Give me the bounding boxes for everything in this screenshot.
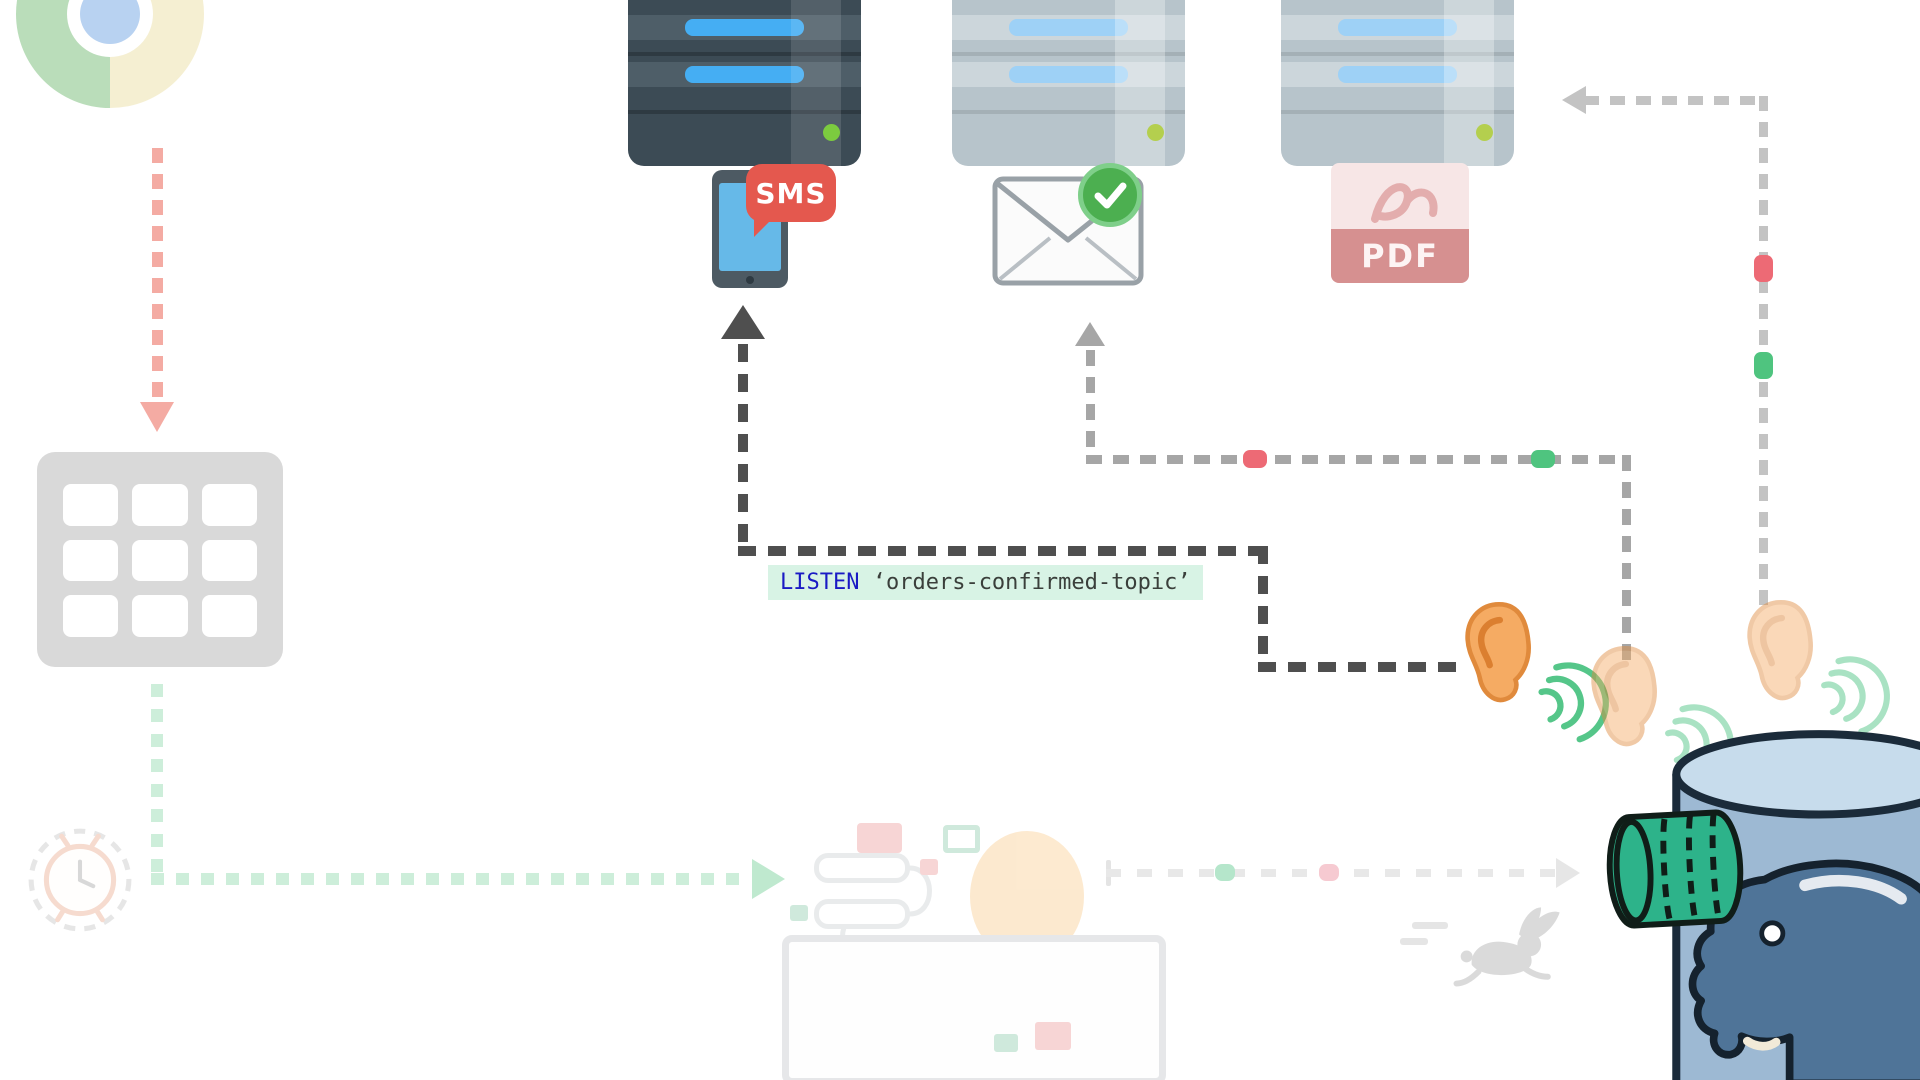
table-cell bbox=[201, 539, 257, 582]
table-cell bbox=[63, 484, 119, 526]
workflow-step bbox=[814, 899, 910, 929]
message-dot-red bbox=[1243, 450, 1267, 468]
message-dot-red bbox=[1319, 864, 1339, 881]
path-segment bbox=[1258, 662, 1468, 672]
monitor-red-box bbox=[1035, 1022, 1071, 1050]
path-segment bbox=[1584, 96, 1768, 105]
path-segment bbox=[738, 546, 1268, 556]
table-cell bbox=[132, 484, 188, 526]
server-led bbox=[1476, 124, 1493, 141]
server-highlight bbox=[1444, 0, 1494, 166]
workflow-monitor bbox=[782, 935, 1166, 1080]
pdf-label: PDF bbox=[1361, 237, 1439, 275]
ear-listening-icon bbox=[1747, 600, 1813, 701]
sound-waves-icon bbox=[1821, 656, 1890, 735]
check-circle-icon bbox=[1078, 163, 1142, 227]
workflow-mini-green bbox=[790, 905, 808, 921]
motion-dash bbox=[1400, 938, 1428, 945]
server-slot bbox=[628, 62, 861, 87]
server-seam bbox=[1281, 52, 1514, 56]
server-seam bbox=[628, 52, 861, 56]
message-dot-green bbox=[1215, 864, 1235, 881]
message-dot-green bbox=[1754, 352, 1773, 379]
table-cell bbox=[63, 595, 119, 637]
server-slot bbox=[628, 15, 861, 40]
server-slot bbox=[1281, 15, 1514, 40]
message-dot-red bbox=[1754, 255, 1773, 282]
server-led bbox=[823, 124, 840, 141]
server-slot bbox=[1281, 62, 1514, 87]
chrome-logo-icon bbox=[16, 0, 204, 108]
table-cell bbox=[201, 595, 257, 637]
arrow-up-icon bbox=[721, 305, 765, 339]
path-segment bbox=[151, 873, 751, 885]
faded-workflow-illustration bbox=[780, 815, 1180, 1080]
path-segment bbox=[152, 148, 163, 402]
message-dot-green bbox=[1531, 450, 1555, 468]
arrow-right-icon bbox=[1556, 858, 1580, 888]
workflow-circle bbox=[970, 831, 1084, 962]
table-cell bbox=[63, 539, 119, 582]
pdf-band: PDF bbox=[1331, 229, 1469, 283]
monitor-green-box bbox=[994, 1034, 1018, 1052]
server-highlight bbox=[1115, 0, 1165, 166]
server-bar bbox=[685, 66, 804, 83]
table-grid-icon bbox=[37, 452, 283, 667]
sound-waves-icon bbox=[1538, 662, 1609, 743]
workflow-red-box bbox=[857, 823, 902, 853]
table-cell bbox=[201, 484, 257, 526]
ear-listening-icon bbox=[1465, 602, 1531, 703]
code-argument: ‘orders-confirmed-topic’ bbox=[859, 570, 1191, 595]
path-segment bbox=[1086, 350, 1095, 460]
server-bar bbox=[1009, 66, 1128, 83]
sms-label: SMS bbox=[755, 176, 827, 210]
smartphone-home-button bbox=[746, 276, 754, 284]
path-segment bbox=[738, 344, 748, 556]
server-bar bbox=[685, 19, 804, 36]
server-led bbox=[1147, 124, 1164, 141]
server-icon-email-service bbox=[952, 0, 1185, 166]
server-bar bbox=[1338, 66, 1457, 83]
pdf-file-icon: PDF bbox=[1331, 163, 1469, 283]
pdf-page bbox=[1331, 163, 1469, 229]
sms-speech-bubble: SMS bbox=[746, 164, 836, 237]
server-highlight bbox=[791, 0, 841, 166]
postgresql-elephant-icon bbox=[1688, 859, 1920, 1080]
server-icon-pdf-service bbox=[1281, 0, 1514, 166]
path-segment bbox=[1622, 455, 1631, 667]
ear-listening-icon bbox=[1591, 646, 1657, 747]
arrow-down-icon bbox=[140, 402, 174, 432]
server-icon-sms-service bbox=[628, 0, 861, 166]
rabbit-icon bbox=[1453, 907, 1560, 987]
workflow-step bbox=[814, 853, 910, 883]
listen-code-label: LISTEN ‘orders-confirmed-topic’ bbox=[768, 565, 1203, 600]
workflow-step bbox=[814, 945, 910, 975]
workflow-step bbox=[814, 991, 910, 1021]
server-bar bbox=[1009, 19, 1128, 36]
wal-cylinder-icon bbox=[1606, 809, 1744, 929]
code-keyword: LISTEN bbox=[780, 570, 860, 595]
workflow-connector-line bbox=[840, 865, 932, 1009]
server-slot bbox=[952, 15, 1185, 40]
table-cell bbox=[132, 539, 188, 582]
arrow-left-icon bbox=[1562, 86, 1586, 114]
server-seam bbox=[628, 110, 861, 114]
server-bar bbox=[1338, 19, 1457, 36]
server-slot bbox=[952, 62, 1185, 87]
arrow-up-icon bbox=[1075, 322, 1105, 346]
path-segment bbox=[1258, 546, 1268, 672]
server-seam bbox=[952, 52, 1185, 56]
path-segment bbox=[1086, 455, 1631, 464]
workflow-mini-red bbox=[920, 859, 938, 875]
workflow-green-box bbox=[943, 825, 980, 853]
arrow-right-icon bbox=[752, 859, 785, 899]
motion-dash bbox=[1412, 922, 1448, 929]
server-seam bbox=[1281, 110, 1514, 114]
acrobat-mark-icon bbox=[1371, 183, 1438, 223]
alarm-clock-icon bbox=[28, 828, 132, 932]
path-segment bbox=[151, 684, 163, 879]
table-cell bbox=[132, 595, 188, 637]
server-seam bbox=[952, 110, 1185, 114]
